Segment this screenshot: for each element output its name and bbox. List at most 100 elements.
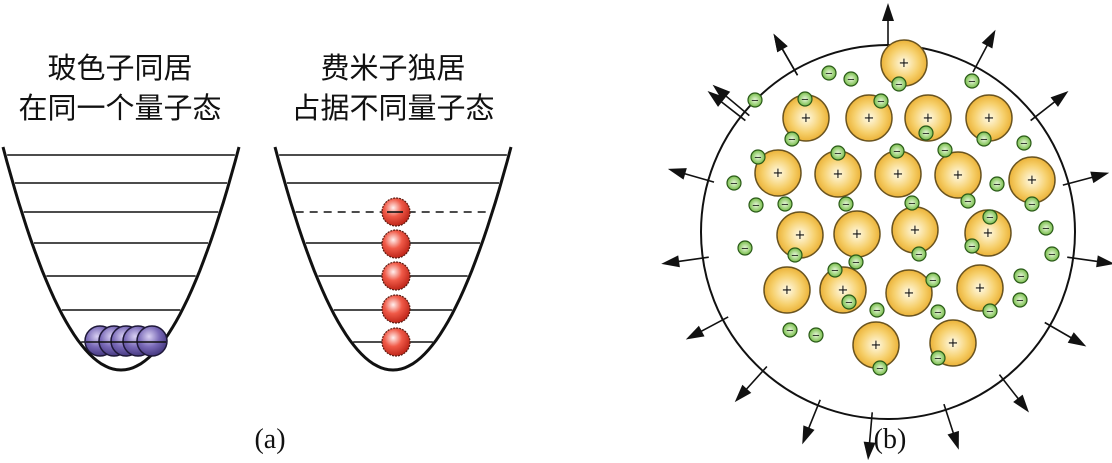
expansion-arrow-shaft bbox=[697, 316, 729, 334]
electron bbox=[848, 254, 864, 270]
electron bbox=[777, 196, 793, 212]
expansion-arrow-shaft bbox=[868, 412, 874, 447]
electron-minus-sign: − bbox=[786, 326, 794, 337]
expansion-arrow-head-icon bbox=[947, 430, 959, 450]
electron bbox=[843, 71, 859, 87]
expansion-arrow-shaft bbox=[743, 365, 768, 393]
expansion-arrow-shaft bbox=[972, 41, 990, 73]
electron-minus-sign: − bbox=[993, 180, 1001, 191]
electron bbox=[808, 327, 824, 343]
expansion-arrow-shaft bbox=[998, 374, 1021, 402]
electron bbox=[838, 196, 854, 212]
expansion-arrow-head-icon bbox=[734, 384, 752, 403]
ion-plus-sign: + bbox=[1027, 173, 1038, 188]
electron bbox=[1038, 220, 1054, 236]
electron-minus-sign: − bbox=[741, 244, 749, 255]
parabola-curve bbox=[1, 146, 241, 372]
electron-minus-sign: − bbox=[877, 97, 885, 108]
fermion-caption-line-2: 占据不同量子态 bbox=[291, 91, 494, 125]
electron-minus-sign: − bbox=[752, 201, 760, 212]
boson-caption-line-1: 玻色子同居 bbox=[47, 51, 192, 85]
ion-plus-sign: + bbox=[910, 223, 921, 238]
electron-minus-sign: − bbox=[1017, 272, 1025, 283]
expansion-arrow-head-icon bbox=[667, 168, 687, 180]
ion-plus-sign: + bbox=[801, 111, 812, 126]
expansion-arrow-head-icon bbox=[707, 91, 726, 107]
electron-minus-sign: − bbox=[873, 306, 881, 317]
electron-minus-sign: − bbox=[968, 242, 976, 253]
electron bbox=[930, 350, 946, 366]
expansion-arrow-head-icon bbox=[1096, 255, 1112, 268]
electron bbox=[889, 143, 905, 159]
electron bbox=[872, 360, 888, 376]
ion-plus-sign: + bbox=[838, 283, 849, 298]
electron-minus-sign: − bbox=[825, 69, 833, 80]
electron-minus-sign: − bbox=[980, 135, 988, 146]
electron-minus-sign: − bbox=[845, 298, 853, 309]
electron bbox=[1044, 246, 1060, 262]
fermion-caption-line-1: 费米子独居 bbox=[320, 51, 465, 85]
electron-minus-sign: − bbox=[929, 276, 937, 287]
panel-a-label: (a) bbox=[254, 424, 285, 455]
electron bbox=[904, 195, 920, 211]
positive-ion bbox=[934, 151, 982, 199]
positive-ion bbox=[904, 94, 952, 142]
electron-minus-sign: − bbox=[908, 199, 916, 210]
electron bbox=[976, 131, 992, 147]
electron-minus-sign: − bbox=[801, 95, 809, 106]
electron bbox=[747, 92, 763, 108]
positive-ion bbox=[754, 149, 802, 197]
fermion-potential-well bbox=[273, 146, 513, 372]
expansion-arrow-shaft bbox=[722, 93, 750, 117]
electron bbox=[750, 149, 766, 165]
expansion-arrow-head-icon bbox=[661, 255, 680, 268]
ion-plus-sign: + bbox=[782, 283, 793, 298]
expansion-arrow-shaft bbox=[718, 99, 746, 122]
electron-minus-sign: − bbox=[934, 308, 942, 319]
fermion-particle bbox=[381, 261, 411, 291]
positive-ion bbox=[763, 266, 811, 314]
expansion-arrow-head-icon bbox=[773, 33, 788, 53]
ion-plus-sign: + bbox=[864, 111, 875, 126]
electron-minus-sign: − bbox=[1042, 224, 1050, 235]
expansion-arrow-head-icon bbox=[1090, 171, 1110, 184]
electron-minus-sign: − bbox=[893, 147, 901, 158]
plasma-diagram: ++++++++++++++++++++−−−−−−−−−−−−−−−−−−−−… bbox=[661, 3, 1112, 461]
ion-plus-sign: + bbox=[833, 167, 844, 182]
electron bbox=[821, 65, 837, 81]
electron bbox=[1012, 292, 1028, 308]
boson-caption-line-2: 在同一个量子态 bbox=[18, 91, 221, 125]
electron-minus-sign: − bbox=[941, 146, 949, 157]
electron bbox=[873, 93, 889, 109]
expansion-arrow-head-icon bbox=[863, 441, 876, 461]
electron bbox=[827, 262, 843, 278]
electron-minus-sign: − bbox=[852, 258, 860, 269]
electron bbox=[925, 272, 941, 288]
electron-minus-sign: − bbox=[964, 197, 972, 208]
fermion-particle bbox=[381, 294, 411, 324]
expansion-arrow-head-icon bbox=[1013, 394, 1029, 413]
expansion-arrow-head-icon bbox=[712, 84, 731, 101]
electron bbox=[748, 197, 764, 213]
ion-plus-sign: + bbox=[983, 226, 994, 241]
expansion-arrow-shaft bbox=[1044, 321, 1075, 341]
electron bbox=[726, 175, 742, 191]
ion-plus-sign: + bbox=[975, 281, 986, 296]
fermion-particle bbox=[381, 327, 411, 357]
electron-minus-sign: − bbox=[791, 251, 799, 262]
expansion-arrow-head-icon bbox=[882, 3, 894, 21]
expansion-arrow-head-icon bbox=[802, 425, 815, 445]
ion-plus-sign: + bbox=[953, 168, 964, 183]
electron-minus-sign: − bbox=[1048, 250, 1056, 261]
expansion-arrow-shaft bbox=[1030, 99, 1058, 122]
expansion-arrow-shaft bbox=[806, 399, 821, 432]
panel-b-label: (b) bbox=[874, 424, 907, 455]
electron-minus-sign: − bbox=[986, 307, 994, 318]
expansion-arrow-shaft bbox=[943, 403, 956, 437]
ion-plus-sign: + bbox=[984, 111, 995, 126]
ion-plus-sign: + bbox=[904, 286, 915, 301]
electron bbox=[784, 131, 800, 147]
electron bbox=[737, 240, 753, 256]
electron-minus-sign: − bbox=[730, 179, 738, 190]
electron-minus-sign: − bbox=[788, 135, 796, 146]
